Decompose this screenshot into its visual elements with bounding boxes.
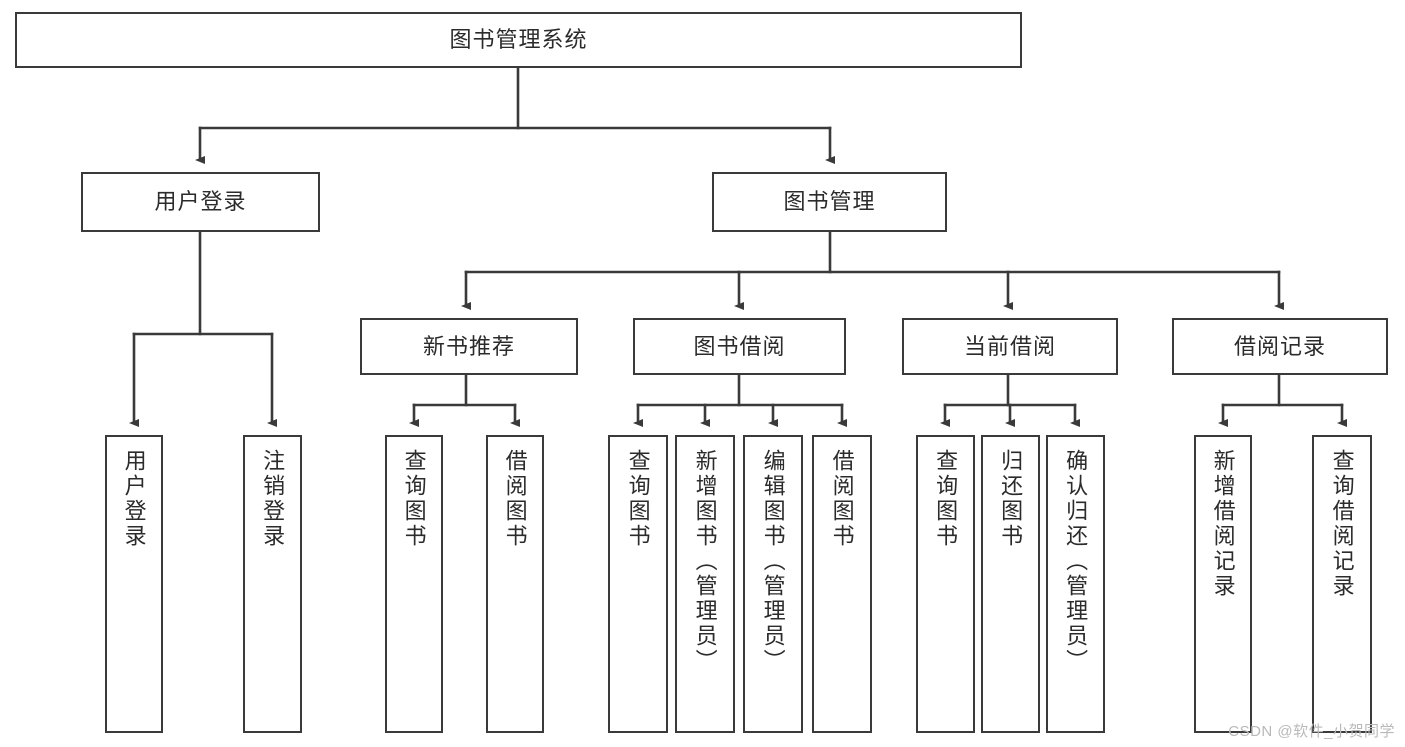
node-label: 新书推荐 bbox=[422, 333, 515, 359]
node-label: 查询图书 bbox=[933, 449, 959, 549]
node-leaf-rec-add-record[interactable]: 新增借阅记录 bbox=[1194, 435, 1252, 733]
node-leaf-rec-query-record[interactable]: 查询借阅记录 bbox=[1312, 435, 1372, 733]
node-label: 借阅图书 bbox=[829, 449, 855, 549]
node-label: 图书借阅 bbox=[693, 333, 786, 359]
node-label: 用户登录 bbox=[121, 449, 147, 549]
node-leaf-cur-query-book[interactable]: 查询图书 bbox=[916, 435, 975, 733]
node-leaf-rec-borrow-book[interactable]: 借阅图书 bbox=[486, 435, 544, 733]
node-label: 确认归还（管理员） bbox=[1063, 449, 1089, 674]
node-new-book-rec[interactable]: 新书推荐 bbox=[360, 318, 578, 375]
node-leaf-borrow-add-book[interactable]: 新增图书（管理员） bbox=[675, 435, 735, 733]
node-label: 新增图书（管理员） bbox=[692, 449, 718, 674]
node-label: 编辑图书（管理员） bbox=[760, 449, 786, 674]
node-leaf-borrow-lend-book[interactable]: 借阅图书 bbox=[812, 435, 872, 733]
node-leaf-cur-confirm-return[interactable]: 确认归还（管理员） bbox=[1046, 435, 1105, 733]
node-label: 借阅图书 bbox=[502, 449, 528, 549]
node-label: 查询图书 bbox=[401, 449, 427, 549]
node-user-login[interactable]: 用户登录 bbox=[81, 172, 320, 232]
node-book-borrow[interactable]: 图书借阅 bbox=[633, 318, 846, 375]
node-book-manage[interactable]: 图书管理 bbox=[712, 172, 947, 232]
node-label: 图书管理系统 bbox=[449, 27, 588, 53]
node-label: 新增借阅记录 bbox=[1210, 449, 1236, 599]
node-label: 当前借阅 bbox=[963, 333, 1056, 359]
node-root-system[interactable]: 图书管理系统 bbox=[15, 12, 1022, 68]
tree-connectors bbox=[129, 66, 1347, 428]
node-leaf-borrow-query-book[interactable]: 查询图书 bbox=[608, 435, 668, 733]
node-label: 查询图书 bbox=[625, 449, 651, 549]
node-label: 图书管理 bbox=[783, 189, 876, 215]
node-leaf-cur-return-book[interactable]: 归还图书 bbox=[981, 435, 1040, 733]
node-label: 用户登录 bbox=[154, 189, 247, 215]
node-borrow-record[interactable]: 借阅记录 bbox=[1172, 318, 1388, 375]
node-leaf-borrow-edit-book[interactable]: 编辑图书（管理员） bbox=[743, 435, 803, 733]
node-leaf-rec-query-book[interactable]: 查询图书 bbox=[385, 435, 443, 733]
node-current-borrow[interactable]: 当前借阅 bbox=[902, 318, 1118, 375]
node-label: 查询借阅记录 bbox=[1329, 449, 1355, 599]
node-leaf-user-logout[interactable]: 注销登录 bbox=[243, 435, 302, 733]
node-label: 借阅记录 bbox=[1233, 333, 1326, 359]
node-label: 注销登录 bbox=[260, 449, 286, 549]
node-label: 归还图书 bbox=[998, 449, 1024, 549]
node-leaf-user-login[interactable]: 用户登录 bbox=[105, 435, 163, 733]
